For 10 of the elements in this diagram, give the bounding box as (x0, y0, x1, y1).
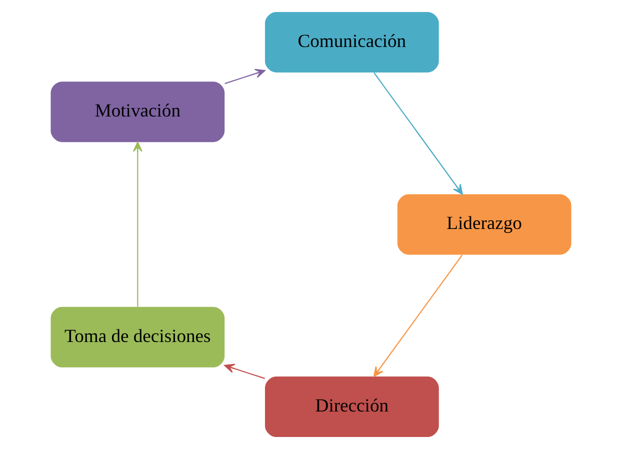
node-box: Motivación (50, 82, 225, 142)
node-box: Dirección (264, 376, 439, 437)
arrow (374, 72, 463, 195)
arrow (132, 142, 142, 307)
arrow (373, 254, 463, 378)
arrow (224, 364, 265, 379)
node-box: Comunicación (264, 12, 439, 72)
node-box: Toma de decisiones (50, 306, 225, 368)
arrow (224, 68, 266, 84)
node-box: Liderazgo (397, 194, 572, 255)
